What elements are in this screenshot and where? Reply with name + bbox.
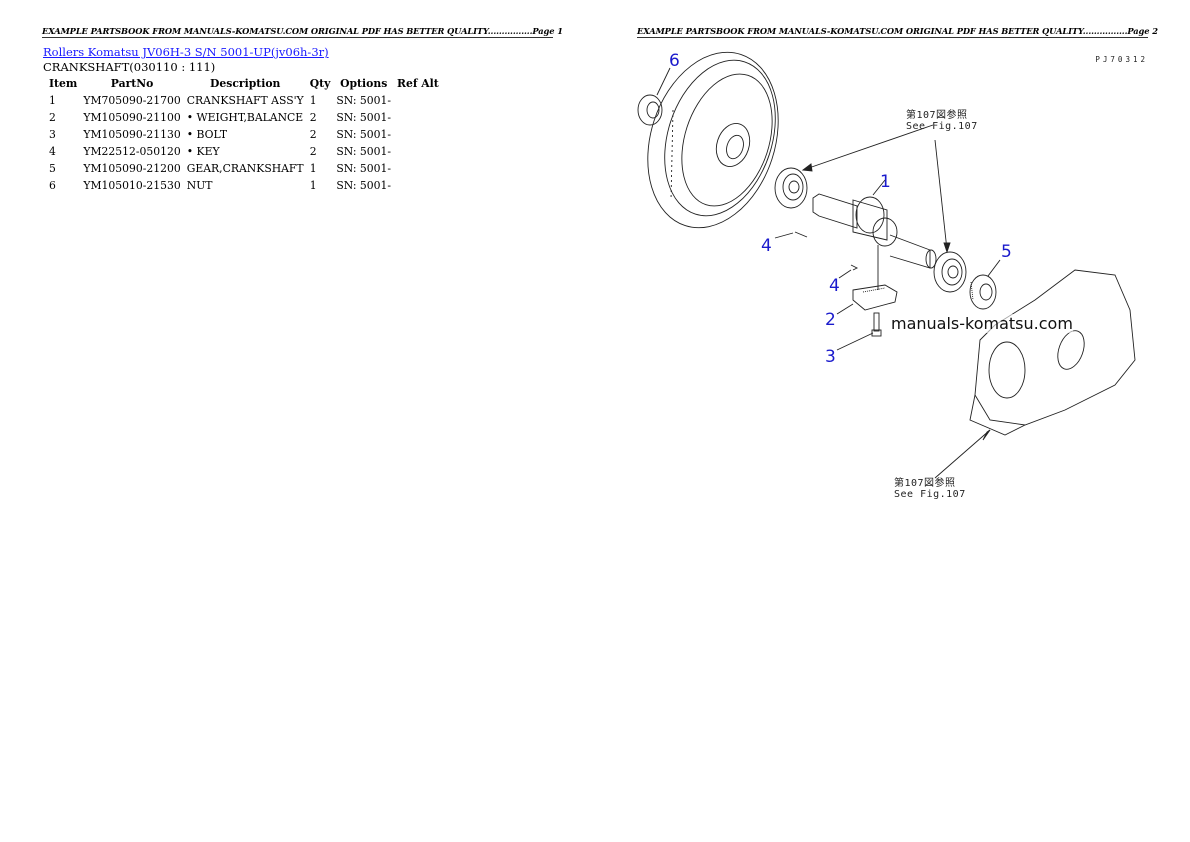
cell-description: • WEIGHT,BALANCE [186,110,304,124]
cell-qty: 1 [309,161,317,175]
table-row: 1 YM705090-21700 CRANKSHAFT ASS'Y 1 SN: … [43,92,442,109]
table-row: 2 YM105090-21100 • WEIGHT,BALANCE 2 SN: … [43,109,442,126]
cell-options: SN: 5001- [336,144,392,158]
cell-item: 6 [49,178,56,192]
cell-item: 5 [49,161,56,175]
parts-table: Item PartNo Description Qty Options Ref … [43,76,442,194]
key-illustration [774,231,859,279]
callout-6: 6 [669,51,680,71]
header-divider [42,37,553,38]
reference-label-en: See Fig.107 [894,489,966,500]
cell-qty: 2 [309,110,317,124]
table-row: 4 YM22512-050120 • KEY 2 SN: 5001- [43,143,442,160]
callout-5: 5 [1001,242,1012,262]
reference-label-jp: 第107図参照 [894,478,956,489]
cell-part-no: YM705090-21700 [83,93,181,107]
cell-part-no: YM105010-21530 [83,178,181,192]
page-header: EXAMPLE PARTSBOOK FROM MANUALS-KOMATSU.C… [42,26,563,36]
flywheel-illustration [647,51,779,229]
column-header-qty: Qty [309,77,331,90]
cell-part-no: YM22512-050120 [83,144,181,158]
model-title-link[interactable]: Rollers Komatsu JV06H-3 S/N 5001-UP(jv06… [43,45,329,59]
cell-ref-alt [394,177,442,194]
page-1: EXAMPLE PARTSBOOK FROM MANUALS-KOMATSU.C… [42,26,563,194]
page-header: EXAMPLE PARTSBOOK FROM MANUALS-KOMATSU.C… [637,26,1158,36]
cell-description: GEAR,CRANKSHAFT [186,161,304,175]
column-header-partno: PartNo [110,77,154,90]
cell-description: • BOLT [186,127,228,141]
cell-options: SN: 5001- [336,178,392,192]
gear-illustration [969,259,1001,310]
watermark-text: manuals-komatsu.com [891,314,1073,333]
crankshaft-exploded-diagram [637,51,1136,479]
reference-label-bottom: 第107図参照 See Fig.107 [894,478,966,500]
cell-part-no: YM105090-21100 [83,110,181,124]
page-2: EXAMPLE PARTSBOOK FROM MANUALS-KOMATSU.C… [595,0,1190,842]
column-header-item: Item [49,77,78,90]
column-header-options: Options [340,77,388,90]
column-header-ref-alt: Ref Alt [397,77,439,90]
cell-qty: 1 [309,178,317,192]
table-header-row: Item PartNo Description Qty Options Ref … [43,76,442,92]
callout-1: 1 [880,172,891,192]
balance-weight-illustration [836,245,898,315]
gear-case-illustration [934,269,1136,479]
table-row: 5 YM105090-21200 GEAR,CRANKSHAFT 1 SN: 5… [43,160,442,177]
reference-label-en: See Fig.107 [906,121,978,132]
cell-item: 2 [49,110,56,124]
callout-2: 2 [825,310,836,330]
cell-qty: 2 [309,144,317,158]
cell-qty: 1 [309,93,317,107]
cell-options: SN: 5001- [336,93,392,107]
table-row: 6 YM105010-21530 NUT 1 SN: 5001- [43,177,442,194]
cell-ref-alt [394,126,442,143]
cell-description: • KEY [186,144,220,158]
callout-4-lower: 4 [829,276,840,296]
cell-ref-alt [394,160,442,177]
cell-description: CRANKSHAFT ASS'Y [186,93,304,107]
cell-item: 1 [49,93,56,107]
cell-ref-alt [394,143,442,160]
column-header-description: Description [210,77,281,90]
callout-3: 3 [825,347,836,367]
cell-part-no: YM105090-21130 [83,127,181,141]
bearing-left-illustration [774,124,934,209]
cell-qty: 2 [309,127,317,141]
table-row: 3 YM105090-21130 • BOLT 2 SN: 5001- [43,126,442,143]
nut-illustration [637,67,671,126]
cell-options: SN: 5001- [336,110,392,124]
bolt-illustration [836,312,882,351]
cell-item: 4 [49,144,56,158]
cell-options: SN: 5001- [336,161,392,175]
bearing-right-illustration [933,139,967,293]
cell-part-no: YM105090-21200 [83,161,181,175]
cell-item: 3 [49,127,56,141]
header-divider [637,37,1148,38]
cell-ref-alt [394,109,442,126]
cell-description: NUT [186,178,213,192]
callout-4-upper: 4 [761,236,772,256]
figure-code: PJ70312 [1095,55,1148,64]
cell-ref-alt [394,92,442,109]
reference-label-jp: 第107図参照 [906,110,968,121]
crankshaft-illustration [812,179,937,269]
section-title: CRANKSHAFT(030110 : 111) [43,60,216,74]
reference-label-top: 第107図参照 See Fig.107 [906,110,978,132]
cell-options: SN: 5001- [336,127,392,141]
